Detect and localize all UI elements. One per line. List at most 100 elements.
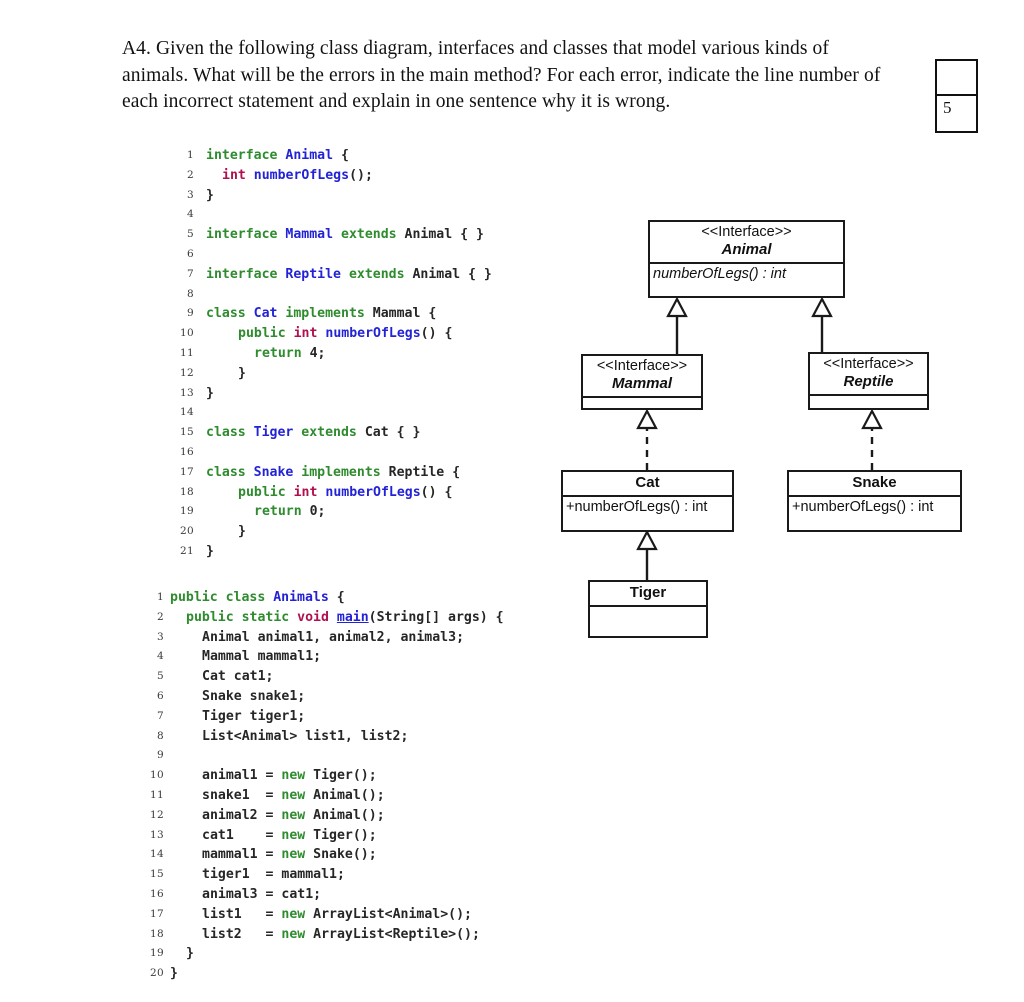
code-line-number: 9 xyxy=(187,307,194,320)
marks-box-top-cell xyxy=(937,61,976,96)
code-token: } xyxy=(206,187,214,203)
code-line-text: list2 = new ArrayList<Reptile>(); xyxy=(170,925,480,945)
code-token: Animals xyxy=(273,590,329,605)
code-line-text: int numberOfLegs(); xyxy=(206,166,373,186)
code-token: interface xyxy=(206,148,286,163)
code-line-number: 2 xyxy=(187,168,194,181)
uml-tiger-member xyxy=(590,605,706,622)
code-token: Tiger(); xyxy=(305,827,377,843)
code-token xyxy=(286,326,294,341)
code-token: new xyxy=(281,926,306,942)
code-token: list2 = xyxy=(202,926,282,942)
code-line-text: interface Reptile extends Animal { } xyxy=(206,265,492,285)
code-line-number: 18 xyxy=(180,485,194,498)
uml-snake-name: Snake xyxy=(852,474,897,491)
code-token: Animal { } xyxy=(396,227,484,243)
code-line-text: public static void main(String[] args) { xyxy=(170,608,504,628)
code-token: return xyxy=(254,504,302,520)
code-line-text: cat1 = new Tiger(); xyxy=(170,826,377,846)
uml-animal-stereotype: <<Interface>> xyxy=(701,224,792,240)
uml-cat-header: Cat xyxy=(563,472,732,495)
code-line-number: 21 xyxy=(180,544,194,557)
code-token: return xyxy=(254,345,302,361)
edge-reptile-to-animal xyxy=(811,296,833,352)
code-line-number: 5 xyxy=(187,228,194,241)
uml-class-animal: <<Interface>> Animal numberOfLegs() : in… xyxy=(648,220,845,298)
code-token: animal1 = xyxy=(202,768,282,784)
code-line-number: 15 xyxy=(180,426,194,439)
code-token: } xyxy=(206,385,214,401)
code-token: implements xyxy=(285,306,365,322)
question-line-2: animals. What will be the errors in the … xyxy=(122,64,881,86)
uml-reptile-stereotype: <<Interface>> xyxy=(823,356,914,372)
code-line-text: } xyxy=(170,964,178,984)
code-line-number: 12 xyxy=(150,808,164,821)
code-token xyxy=(246,168,254,183)
code-line-text: animal2 = new Animal(); xyxy=(170,806,385,826)
code-token: (); xyxy=(349,167,373,183)
code-token: numberOfLegs xyxy=(325,484,421,500)
code-token: { xyxy=(333,148,349,163)
code-line-number: 3 xyxy=(157,630,164,643)
code-token: Animal(); xyxy=(305,807,385,823)
code-line-text: public int numberOfLegs() { xyxy=(206,483,452,503)
code-token: Cat { } xyxy=(356,425,421,441)
code-line-text: snake1 = new Animal(); xyxy=(170,786,385,806)
uml-reptile-header: <<Interface>> Reptile xyxy=(810,354,927,394)
uml-reptile-name: Reptile xyxy=(843,373,894,390)
code-token: List<Animal> list1, list2; xyxy=(202,728,409,744)
code-line-number: 17 xyxy=(180,465,194,478)
code-token xyxy=(286,485,294,500)
code-line-number: 4 xyxy=(157,650,164,663)
code-line-number: 14 xyxy=(150,848,164,861)
code-token: interface xyxy=(206,227,286,243)
uml-snake-header: Snake xyxy=(789,472,960,495)
code-line-text: tiger1 = mammal1; xyxy=(170,865,345,885)
code-line-text: } xyxy=(206,364,246,384)
code-line-number: 7 xyxy=(157,709,164,722)
code-token: Animal xyxy=(285,148,334,163)
code-token: new xyxy=(281,768,306,784)
question-line-1: A4. Given the following class diagram, i… xyxy=(122,38,829,59)
code-line-number: 13 xyxy=(180,386,194,399)
code-token: (String[] args) { xyxy=(368,609,504,625)
code-token: animal2 = xyxy=(202,807,282,823)
uml-snake-member: +numberOfLegs() : int xyxy=(789,495,960,518)
code-token: Animal animal1, animal2, animal3; xyxy=(202,629,465,645)
code-line-number: 20 xyxy=(180,525,194,538)
code-token: int xyxy=(222,167,246,183)
code-token: () { xyxy=(420,326,453,342)
code-token: snake1 = xyxy=(202,787,282,803)
code-line-text: interface Animal { xyxy=(206,146,349,166)
code-line-number: 8 xyxy=(157,729,164,742)
uml-reptile-member xyxy=(810,394,927,411)
edge-snake-to-reptile xyxy=(861,408,883,470)
code-token: void xyxy=(297,609,329,625)
code-line-number: 13 xyxy=(150,828,164,841)
code-token: class xyxy=(206,306,254,322)
uml-mammal-member xyxy=(583,396,701,413)
code-token: public static xyxy=(186,609,298,625)
code-token: Tiger xyxy=(253,425,294,441)
code-token: public xyxy=(238,326,286,342)
code-token: } xyxy=(238,365,246,381)
code-token: Tiger tiger1; xyxy=(202,708,306,724)
code-line-text: Cat cat1; xyxy=(170,667,273,687)
code-line-number: 11 xyxy=(180,346,194,359)
code-token: Cat xyxy=(253,306,278,322)
code-token: class xyxy=(206,425,254,441)
marks-box: 5 xyxy=(935,59,978,133)
uml-cat-member: +numberOfLegs() : int xyxy=(563,495,732,518)
code-token: Snake snake1; xyxy=(202,688,306,704)
code-line-number: 12 xyxy=(180,366,194,379)
code-line-number: 14 xyxy=(180,406,194,419)
code-token xyxy=(341,267,349,282)
code-token: Reptile xyxy=(285,266,341,282)
code-line-text: } xyxy=(206,542,214,562)
code-line-number: 20 xyxy=(150,967,164,980)
code-token: implements xyxy=(301,464,381,480)
code-line-number: 15 xyxy=(150,868,164,881)
code-token: } xyxy=(186,946,194,962)
code-token: 0; xyxy=(301,504,326,520)
code-token: new xyxy=(281,807,306,823)
